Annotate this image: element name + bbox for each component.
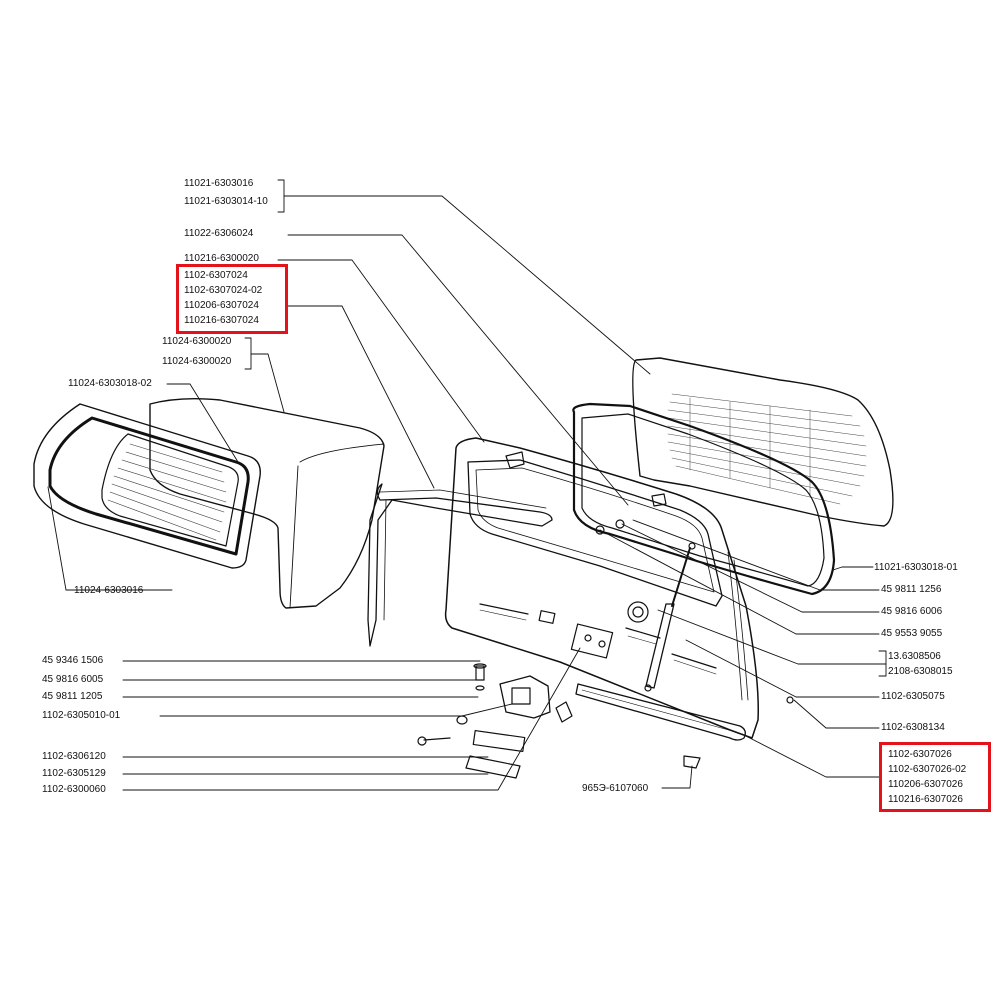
part-number-label: 1102-6305010-01 [42, 710, 121, 721]
part-number-label: 1102-6307024 [184, 270, 248, 281]
part-number-label: 11021-6303018-01 [874, 562, 958, 573]
part-number-label: 45 9346 1506 [42, 655, 104, 666]
rear-glass-drawing [632, 357, 894, 527]
label-group-tailgate-assembly: 11024-6300020 11024-6300020 [162, 334, 231, 369]
label-group-rear-glass: 11021-6303016 11021-6303014-10 [184, 176, 268, 209]
tailgate-door-drawing [444, 437, 759, 739]
upper-seal-strip-drawing [367, 483, 553, 647]
left-tailgate-drawing [149, 397, 385, 609]
fasteners-drawing [417, 519, 794, 779]
part-number-label: 1102-6300060 [42, 784, 106, 795]
part-number-label: 1102-6305075 [881, 691, 945, 702]
label-group-upper-seal: 1102-6307024 1102-6307024-02 110206-6307… [184, 268, 262, 328]
lower-seal-strip-drawing [575, 683, 746, 741]
part-number-label: 11024-6300020 [162, 336, 232, 347]
part-number-label: 13.6308506 [888, 651, 941, 662]
part-number-label: 110216-6307024 [184, 315, 259, 326]
part-number-label: 1102-6307024-02 [184, 285, 263, 296]
part-number-label: 1102-6305129 [42, 768, 106, 779]
part-number-label: 1102-6308134 [881, 722, 945, 733]
part-number-label: 11024-6303016 [74, 585, 144, 596]
part-number-label: 1102-6306120 [42, 751, 106, 762]
part-number-label: 110216-6307026 [888, 794, 963, 805]
part-number-label: 110216-6300020 [184, 253, 259, 264]
part-number-label: 110206-6307024 [184, 300, 259, 311]
highlight-box-lower-seal [879, 742, 991, 812]
part-number-label: 45 9816 6006 [881, 606, 943, 617]
part-number-label: 45 9811 1256 [881, 584, 942, 595]
left-glass-drawing [33, 403, 261, 569]
part-number-label: 1102-6307026 [888, 749, 952, 760]
part-number-label: 11021-6303016 [184, 178, 254, 189]
label-group-gas-strut: 13.6308506 2108-6308015 [888, 649, 953, 679]
part-number-label: 45 9811 1205 [42, 691, 103, 702]
part-number-label: 11022-6306024 [184, 228, 254, 239]
part-number-label: 45 9816 6005 [42, 674, 104, 685]
glass-frame-seal-drawing [572, 402, 836, 596]
part-number-label: 11024-6300020 [162, 356, 232, 367]
highlight-box-upper-seal [176, 264, 288, 334]
part-number-label: 11024-6303018-02 [68, 378, 152, 389]
part-number-label: 1102-6307026-02 [888, 764, 967, 775]
leader-lines [47, 179, 887, 791]
part-number-label: 45 9553 9055 [881, 628, 943, 639]
label-group-lower-seal: 1102-6307026 1102-6307026-02 110206-6307… [888, 747, 966, 807]
part-number-label: 110206-6307026 [888, 779, 963, 790]
gas-strut-drawing [644, 542, 696, 692]
part-number-label: 965Э-6107060 [582, 783, 649, 794]
part-number-label: 11021-6303014-10 [184, 196, 268, 207]
part-number-label: 2108-6308015 [888, 666, 953, 677]
